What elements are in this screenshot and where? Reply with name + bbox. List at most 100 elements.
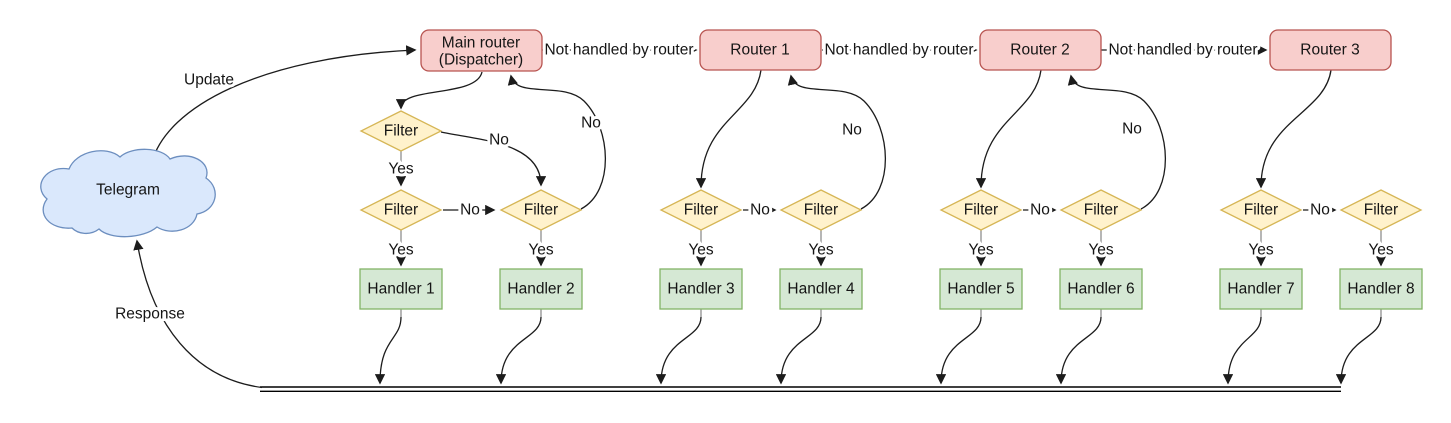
update-label: Update <box>184 72 234 89</box>
filter-label: Filter <box>804 202 838 219</box>
edge-filter2-filter3-no: No <box>443 199 496 222</box>
edge-filter8-filter9-no: No <box>1303 199 1337 222</box>
node-filter-7: Filter <box>1059 189 1143 231</box>
response-label: Response <box>115 306 185 323</box>
node-handler-5: Handler 5 <box>939 268 1023 310</box>
edge-filter3-yes: Yes <box>525 230 557 267</box>
edge-update: Update <box>151 45 417 163</box>
not-handled-label: Not handled by router <box>1108 42 1257 59</box>
edge-not-handled-1: Not handled by router <box>541 39 698 62</box>
router-label: Router 3 <box>1300 42 1359 59</box>
filter-label: Filter <box>384 123 418 140</box>
edge-filter7-yes: Yes <box>1085 230 1117 267</box>
response-bus <box>260 386 1341 392</box>
node-filter-1: Filter <box>359 110 443 152</box>
filter-label: Filter <box>1244 202 1278 219</box>
handler-label: Handler 3 <box>667 281 734 298</box>
yes-label: Yes <box>1368 242 1394 259</box>
edge-not-handled-3: Not handled by router <box>1101 39 1268 62</box>
edge-router1-to-filter <box>695 69 762 189</box>
router-label: Router 1 <box>730 42 789 59</box>
telegram-label: Telegram <box>96 182 160 199</box>
no-label: No <box>489 132 509 149</box>
node-handler-1: Handler 1 <box>359 268 443 310</box>
node-handler-7: Handler 7 <box>1219 268 1303 310</box>
node-main-router: Main router (Dispatcher) <box>420 29 543 72</box>
edge-filter8-yes: Yes <box>1245 230 1277 267</box>
edge-router2-to-filter <box>975 69 1042 189</box>
handler-label: Handler 7 <box>1227 281 1294 298</box>
handler-label: Handler 1 <box>367 281 434 298</box>
edge-handler8-bus <box>1335 309 1382 385</box>
node-handler-8: Handler 8 <box>1339 268 1423 310</box>
node-filter-6: Filter <box>939 189 1023 231</box>
edge-filter6-yes: Yes <box>965 230 997 267</box>
edge-not-handled-2: Not handled by router <box>821 39 978 62</box>
node-filter-5: Filter <box>779 189 863 231</box>
no-label: No <box>1030 202 1050 219</box>
handler-label: Handler 8 <box>1347 281 1414 298</box>
edge-filter4-yes: Yes <box>685 230 717 267</box>
node-router-3: Router 3 <box>1269 29 1392 71</box>
main-router-label-line1: Main router <box>442 35 520 52</box>
edge-filter4-filter5-no: No <box>743 199 777 222</box>
yes-label: Yes <box>1248 242 1274 259</box>
edge-dispatcher-to-filter <box>395 71 483 110</box>
edge-router2-return-no: No <box>1067 74 1167 210</box>
node-router-2: Router 2 <box>979 29 1102 71</box>
yes-label: Yes <box>388 242 414 259</box>
router-label: Router 2 <box>1010 42 1069 59</box>
edge-handler7-bus <box>1222 309 1262 385</box>
filter-label: Filter <box>1084 202 1118 219</box>
node-filter-9: Filter <box>1339 189 1423 231</box>
no-label: No <box>842 122 862 139</box>
main-router-label-line2: (Dispatcher) <box>439 52 523 69</box>
yes-label: Yes <box>388 161 414 178</box>
edge-router1-return-no: No <box>787 74 887 210</box>
yes-label: Yes <box>1088 242 1114 259</box>
no-label: No <box>750 202 770 219</box>
edge-filter1-no-curve: No <box>440 129 547 187</box>
yes-label: Yes <box>808 242 834 259</box>
not-handled-label: Not handled by router <box>824 42 973 59</box>
node-filter-8: Filter <box>1219 189 1303 231</box>
node-filter-2: Filter <box>359 189 443 231</box>
not-handled-label: Not handled by router <box>544 42 693 59</box>
yes-label: Yes <box>968 242 994 259</box>
handler-label: Handler 2 <box>507 281 574 298</box>
edge-filter9-yes: Yes <box>1365 230 1397 267</box>
edge-handler5-bus <box>935 309 982 385</box>
no-label: No <box>1310 202 1330 219</box>
no-label: No <box>1122 121 1142 138</box>
filter-label: Filter <box>964 202 998 219</box>
node-handler-6: Handler 6 <box>1059 268 1143 310</box>
node-handler-2: Handler 2 <box>499 268 583 310</box>
node-handler-4: Handler 4 <box>779 268 863 310</box>
node-handler-3: Handler 3 <box>659 268 743 310</box>
edge-filter2-yes: Yes <box>385 230 417 267</box>
no-label: No <box>460 202 480 219</box>
edge-filter1-yes: Yes <box>385 151 417 187</box>
edge-handler4-bus <box>775 309 822 385</box>
node-filter-3: Filter <box>499 189 583 231</box>
edge-filter5-yes: Yes <box>805 230 837 267</box>
handler-label: Handler 5 <box>947 281 1014 298</box>
filter-label: Filter <box>384 202 418 219</box>
edge-filter6-filter7-no: No <box>1023 199 1057 222</box>
edge-handler6-bus <box>1055 309 1102 385</box>
edge-handler1-bus <box>374 309 402 385</box>
filter-label: Filter <box>524 202 558 219</box>
filter-label: Filter <box>1364 202 1398 219</box>
filter-label: Filter <box>684 202 718 219</box>
edge-handler3-bus <box>655 309 702 385</box>
node-filter-4: Filter <box>659 189 743 231</box>
yes-label: Yes <box>528 242 554 259</box>
node-telegram-cloud: Telegram <box>40 148 216 238</box>
edge-router3-to-filter <box>1255 69 1332 189</box>
yes-label: Yes <box>688 242 714 259</box>
cloud-icon <box>40 148 216 238</box>
edge-handler2-bus <box>495 309 542 385</box>
edge-response: Response <box>112 239 263 389</box>
